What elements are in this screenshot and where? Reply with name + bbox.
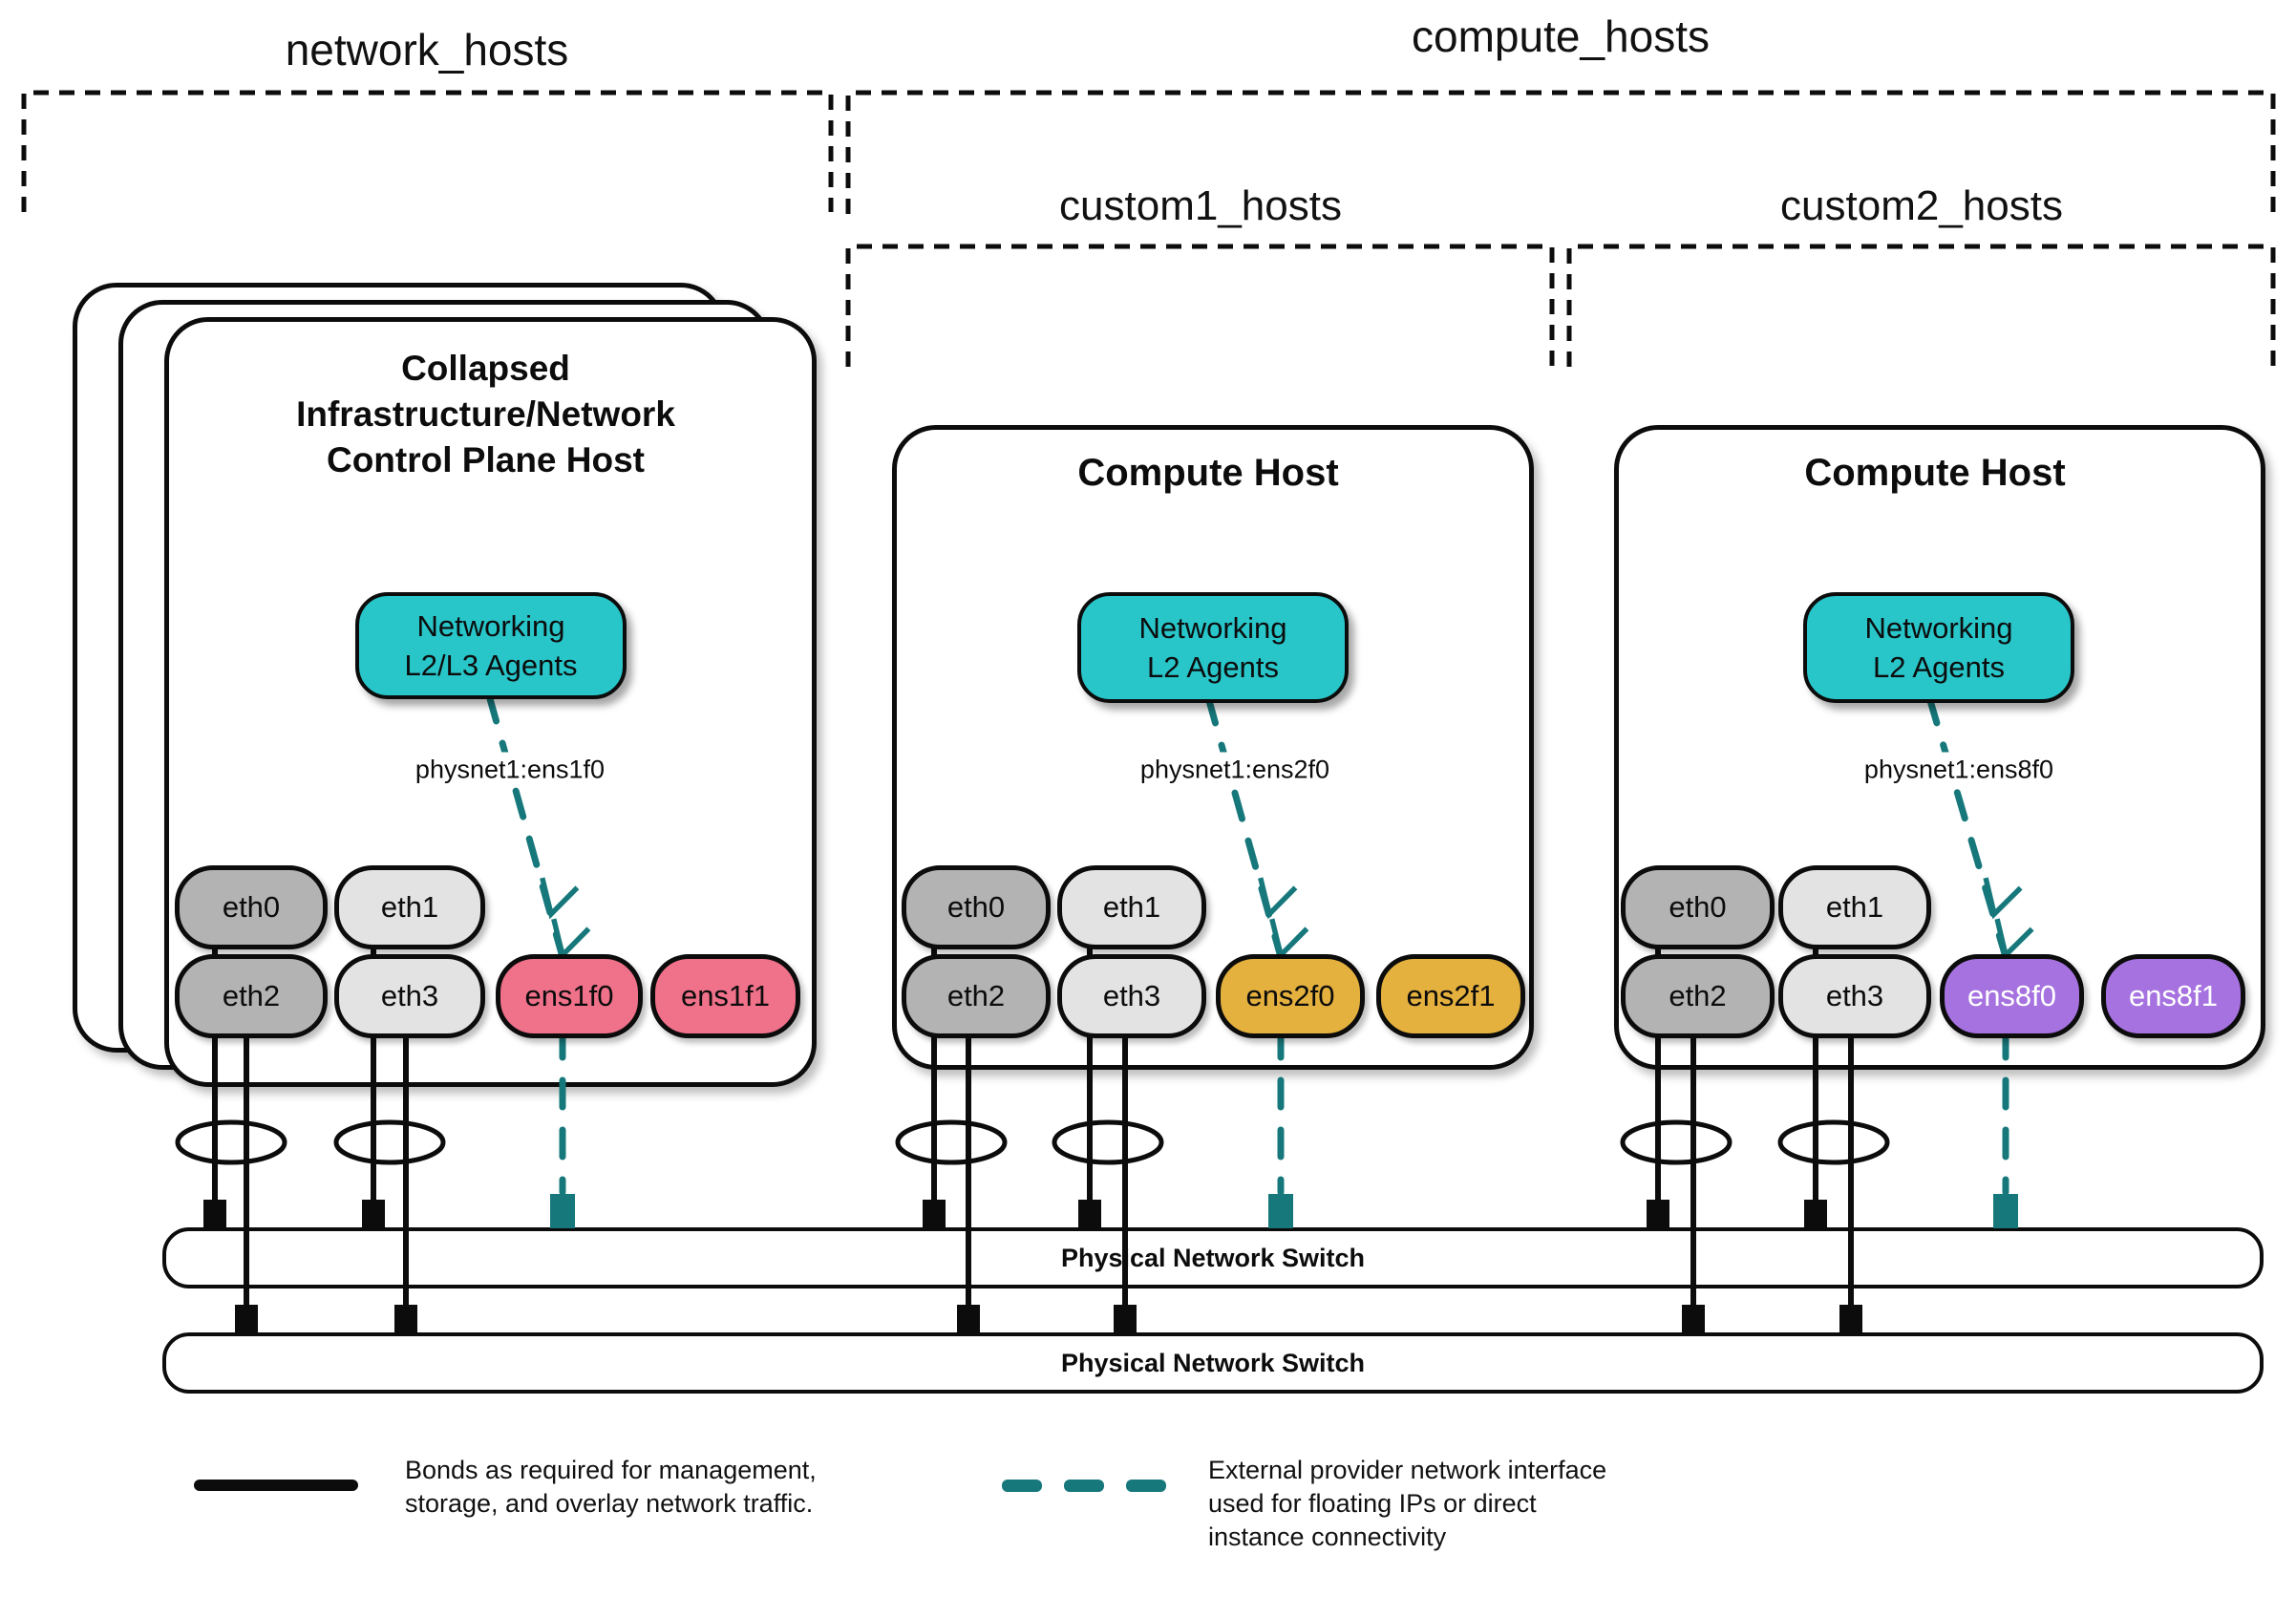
nic-pill-ens1f0: ens1f0	[496, 954, 643, 1038]
nic-pill-eth1: eth1	[1057, 865, 1206, 949]
agent-label-line: L2/L3 Agents	[404, 649, 578, 682]
agent-box-l2-compute-1: Networking L2 Agents	[1077, 592, 1349, 703]
legend-text-line: instance connectivity	[1208, 1522, 1447, 1551]
nic-pill-ens8f1: ens8f1	[2101, 954, 2245, 1038]
legend-bonds-text: Bonds as required for management, storag…	[405, 1454, 817, 1521]
physical-network-switch-1: Physical Network Switch	[162, 1227, 2264, 1288]
physnet-mapping-label: physnet1:ens1f0	[405, 752, 615, 788]
legend-dashed-line-swatch	[1002, 1480, 1166, 1492]
host-title-line: Collapsed	[401, 349, 570, 388]
agent-label-line: L2 Agents	[1873, 650, 2005, 684]
nic-pill-ens1f1: ens1f1	[650, 954, 800, 1038]
switch-1-label: Physical Network Switch	[1060, 1243, 1366, 1272]
host-title-line: Control Plane Host	[326, 440, 646, 479]
host-title-control-plane: Collapsed Infrastructure/Network Control…	[183, 346, 788, 483]
host-title-compute-2: Compute Host	[1804, 452, 2066, 494]
legend-external-text: External provider network interface used…	[1208, 1454, 1606, 1554]
nic-pill-eth2: eth2	[175, 954, 328, 1038]
group-brackets	[21, 90, 2276, 367]
host-title-line: Infrastructure/Network	[296, 394, 675, 434]
nic-pill-eth2: eth2	[1621, 954, 1775, 1038]
nic-pill-eth2: eth2	[902, 954, 1051, 1038]
nic-pill-eth0: eth0	[902, 865, 1051, 949]
group-label-network-hosts: network_hosts	[285, 25, 569, 75]
agent-box-l2-l3: Networking L2/L3 Agents	[355, 592, 627, 699]
physnet-mapping-label: physnet1:ens2f0	[1130, 752, 1340, 788]
nic-pill-eth3: eth3	[1057, 954, 1206, 1038]
legend-text-line: used for floating IPs or direct	[1208, 1489, 1537, 1518]
external-line-arrowheads	[540, 877, 2034, 961]
nic-pill-ens8f0: ens8f0	[1940, 954, 2084, 1038]
nic-pill-eth1: eth1	[334, 865, 485, 949]
nic-pill-eth1: eth1	[1778, 865, 1931, 949]
physical-network-switch-2: Physical Network Switch	[162, 1332, 2264, 1394]
nic-pill-eth3: eth3	[334, 954, 485, 1038]
agent-label-line: L2 Agents	[1147, 650, 1279, 684]
group-label-custom1-hosts: custom1_hosts	[1059, 182, 1342, 229]
legend-text-line: storage, and overlay network traffic.	[405, 1489, 814, 1518]
host-title-compute-1: Compute Host	[1077, 452, 1339, 494]
nic-pill-ens2f1: ens2f1	[1376, 954, 1525, 1038]
agent-label-line: Networking	[416, 609, 565, 643]
nic-pill-eth0: eth0	[1621, 865, 1775, 949]
agent-box-l2-compute-2: Networking L2 Agents	[1803, 592, 2074, 703]
nic-pill-eth0: eth0	[175, 865, 328, 949]
physnet-mapping-label: physnet1:ens8f0	[1854, 752, 2064, 788]
switch-port-squares	[203, 1200, 1862, 1334]
switch-2-label: Physical Network Switch	[1060, 1348, 1366, 1377]
legend-text-line: External provider network interface	[1208, 1456, 1607, 1484]
bond-ellipses	[175, 1119, 1890, 1165]
nic-pill-ens2f0: ens2f0	[1216, 954, 1365, 1038]
group-label-compute-hosts: compute_hosts	[1412, 11, 1710, 61]
legend-text-line: Bonds as required for management,	[405, 1456, 817, 1484]
external-port-squares	[550, 1194, 2018, 1228]
nic-pill-eth3: eth3	[1778, 954, 1931, 1038]
group-label-custom2-hosts: custom2_hosts	[1780, 182, 2063, 229]
agent-label-line: Networking	[1138, 611, 1287, 645]
agent-label-line: Networking	[1864, 611, 2013, 645]
legend-solid-line-swatch	[194, 1480, 358, 1491]
